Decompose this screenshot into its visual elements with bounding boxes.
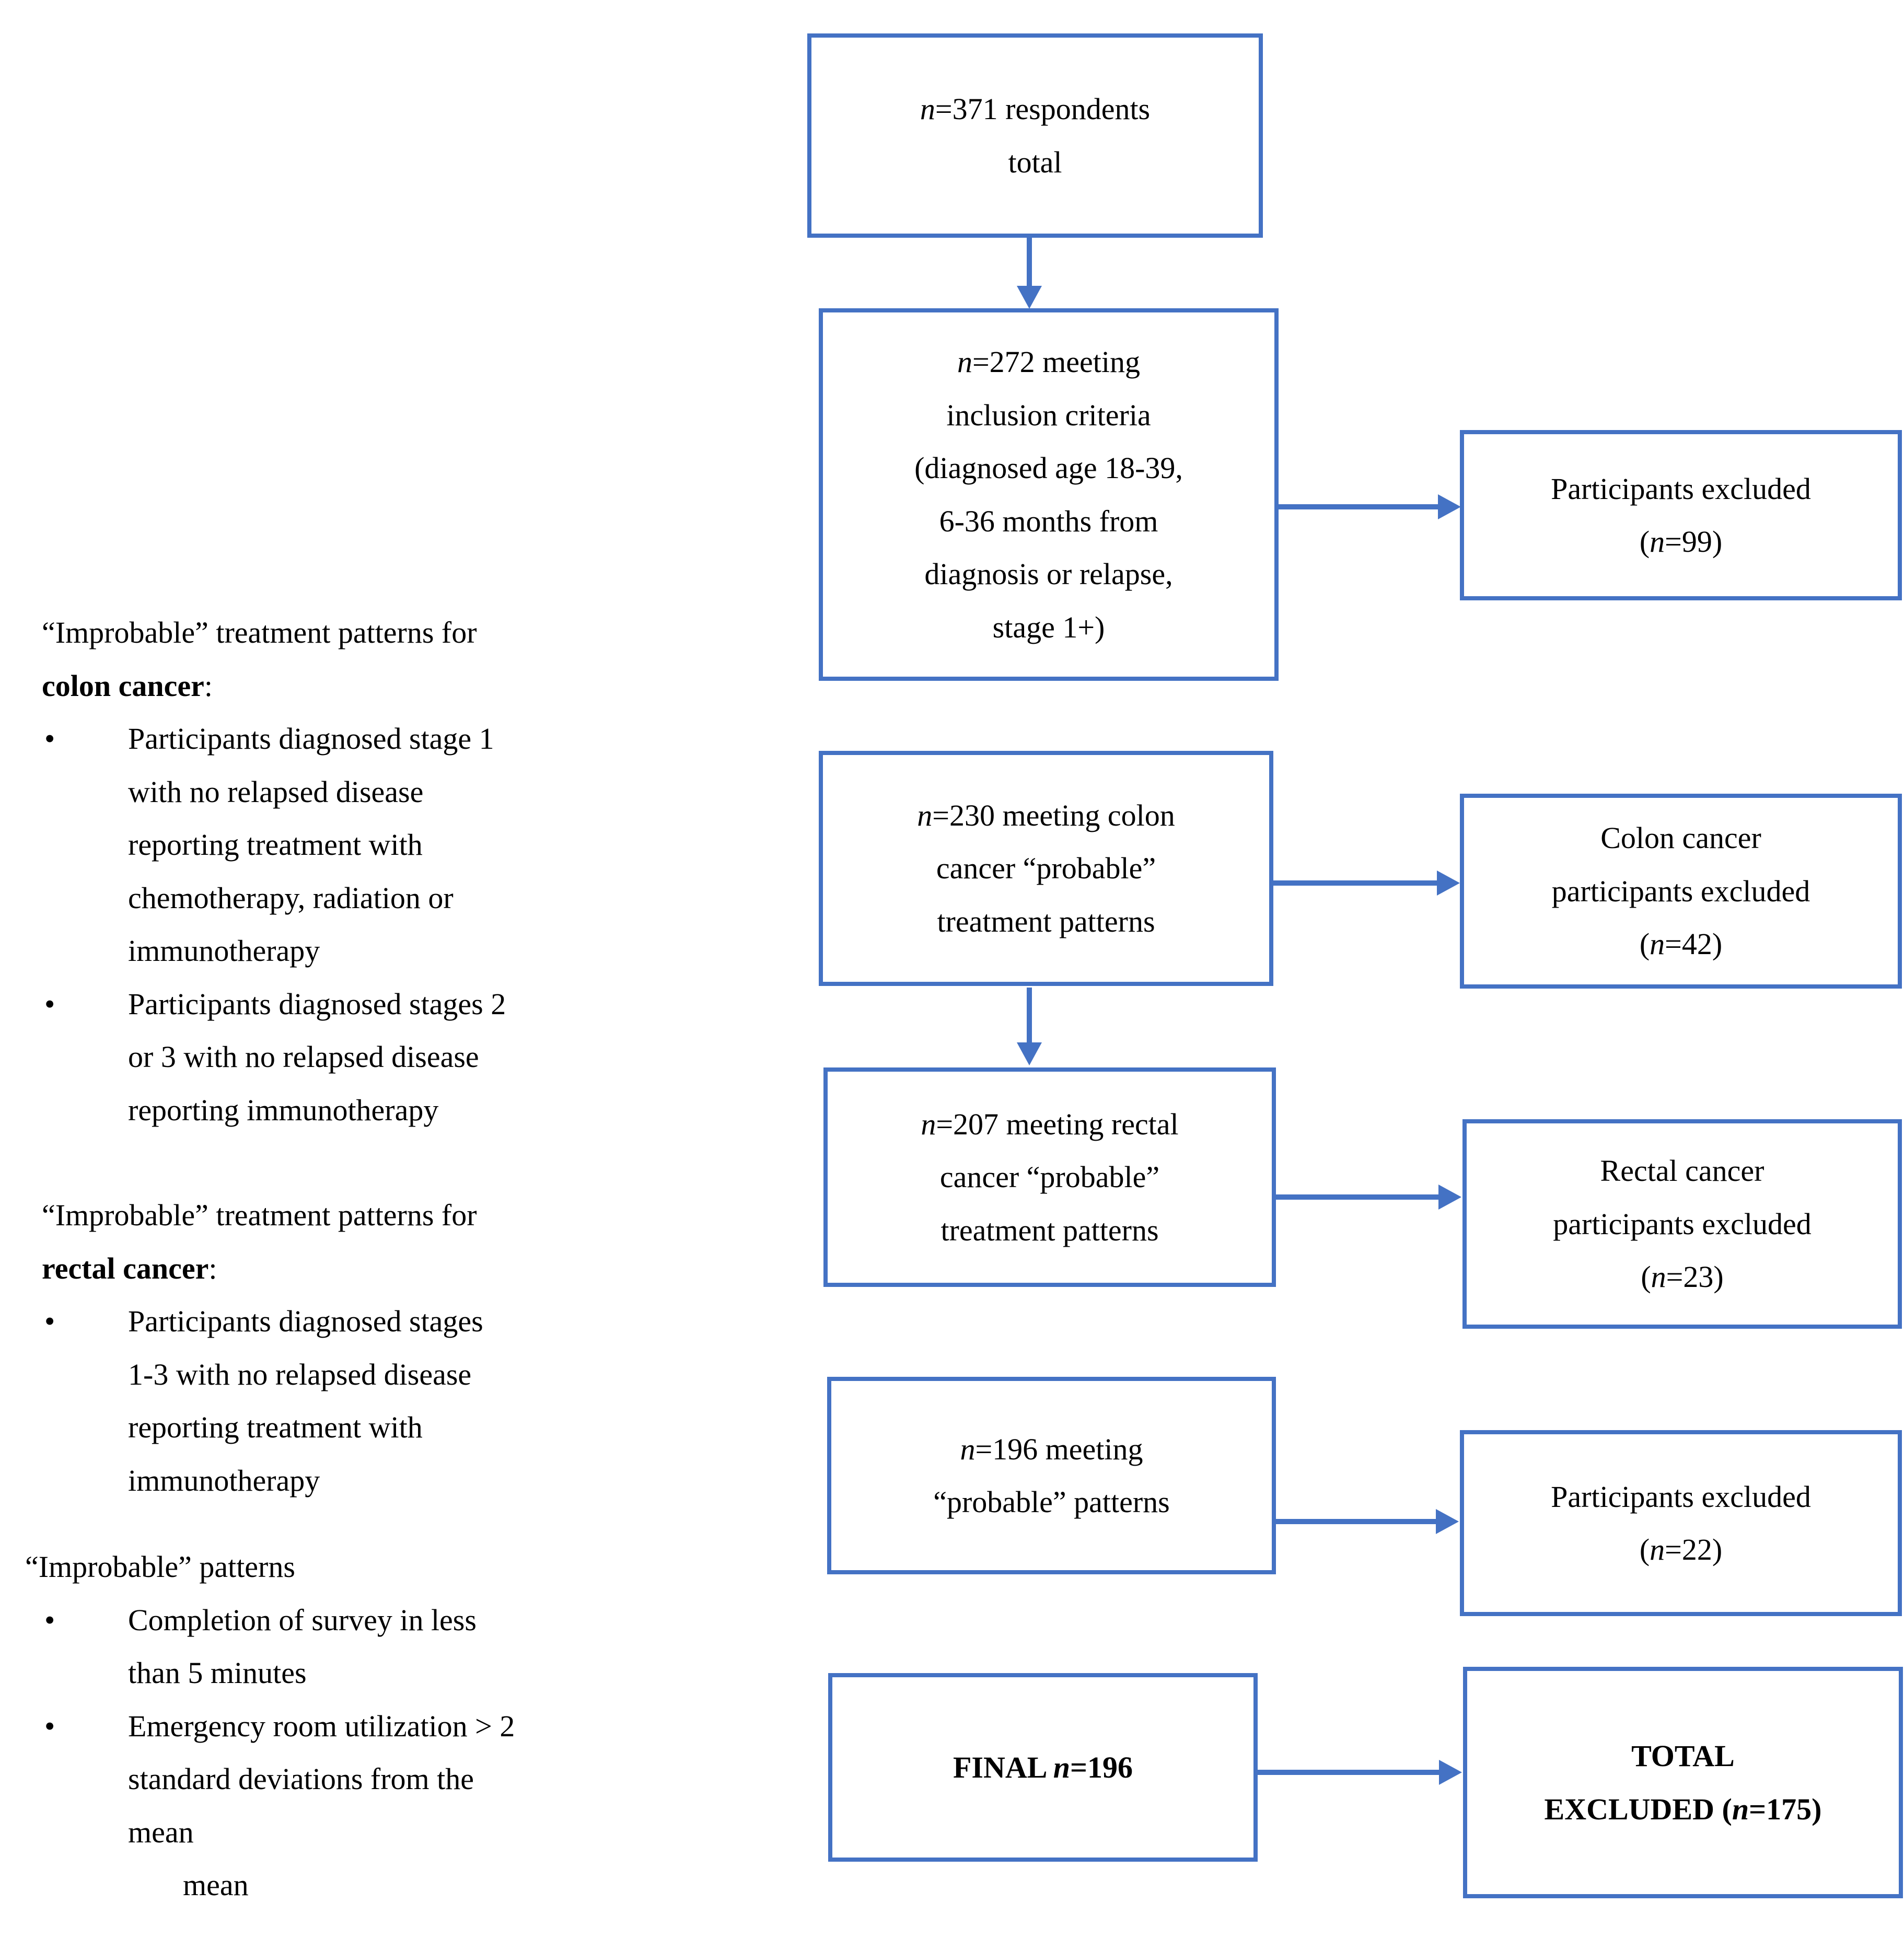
arrow-right-icon [1439,1760,1462,1785]
bullet-icon: • [44,1709,55,1743]
excluded-box-99: Participants excluded(n=99) [1460,430,1902,600]
flow-box-probable-patterns: n=196 meeting“probable” patterns [827,1377,1276,1574]
note-section-improbable-patterns: “Improbable” patterns • Completion of su… [21,1540,752,1859]
arrow-right-icon [1438,494,1461,519]
bullet-icon: • [44,986,55,1021]
bullet-icon: • [44,1603,55,1637]
note-title-improbable-patterns: “Improbable” patterns [25,1550,295,1584]
bullet-icon: • [44,1304,55,1338]
arrow-right-icon [1437,870,1460,896]
arrow-down-icon [1017,286,1042,309]
arrow-down-icon [1017,1042,1042,1065]
flow-box-final: FINAL n=196 [828,1673,1258,1862]
excluded-box-22: Participants excluded(n=22) [1460,1430,1902,1616]
arrow-right-icon [1436,1509,1459,1534]
bullet-icon: • [44,722,55,756]
trailing-mean-label: mean [183,1868,249,1902]
arrow-right-icon [1438,1185,1461,1210]
